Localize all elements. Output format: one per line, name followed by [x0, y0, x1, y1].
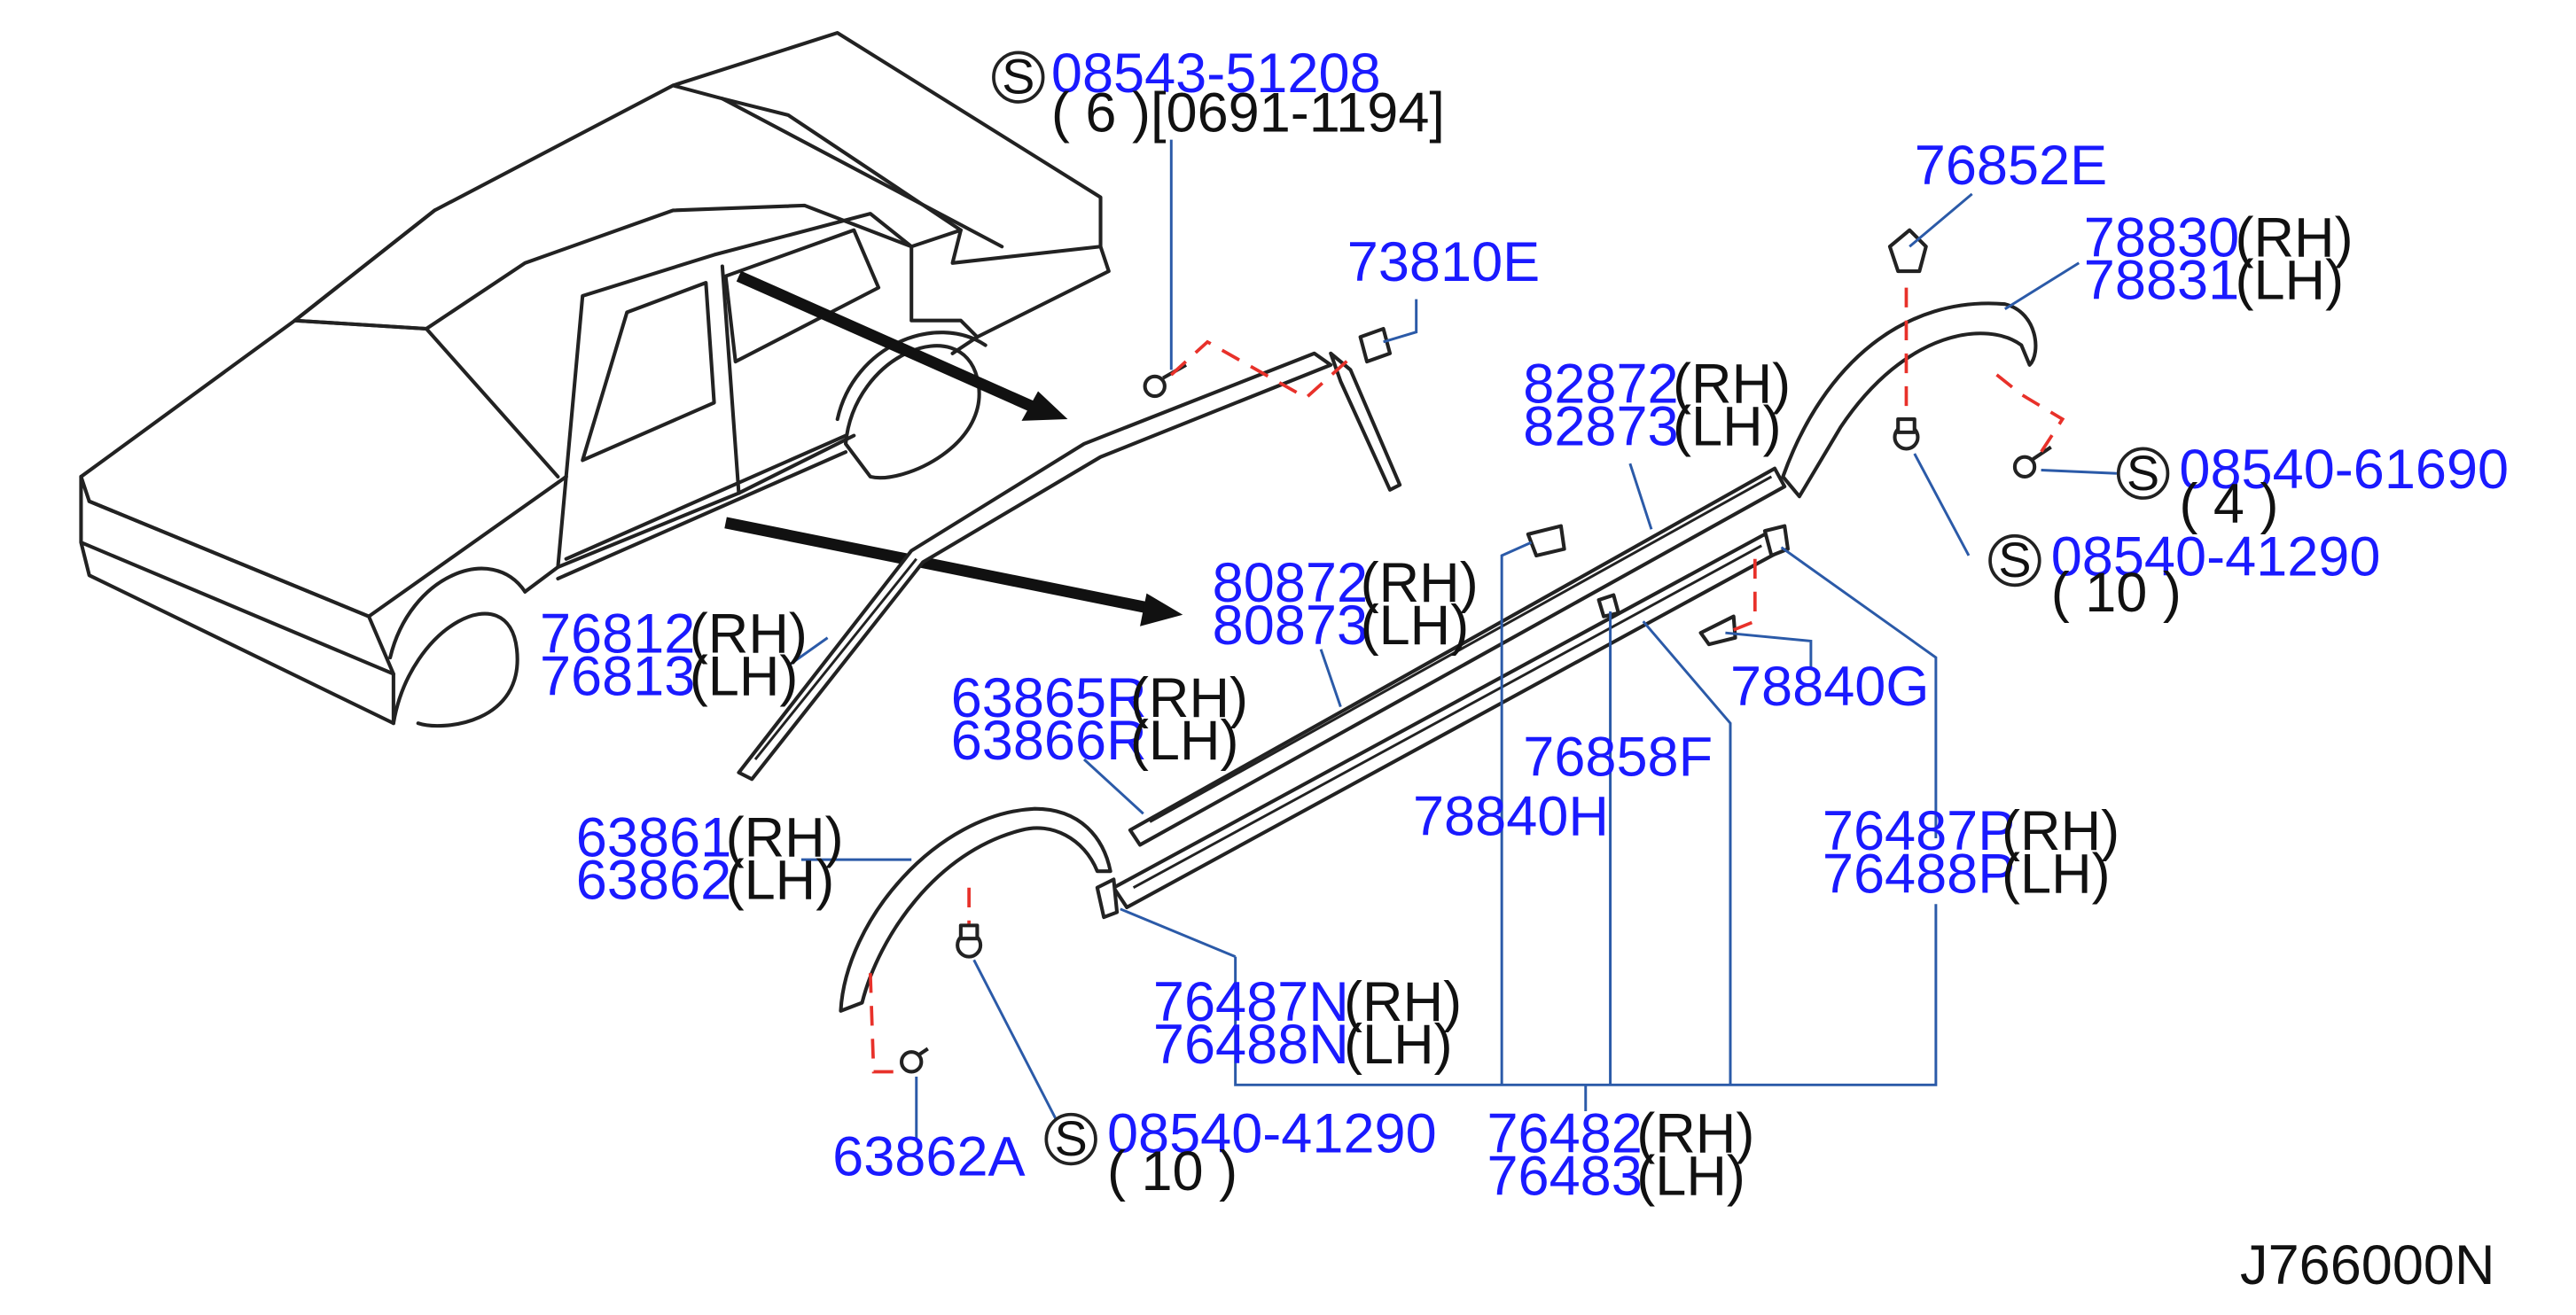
part-number: 08540-41290 [1107, 1102, 1437, 1164]
diagram-code: J766000N [2240, 1234, 2495, 1296]
part-number-lh: 76488N [1153, 1014, 1349, 1076]
car-illustration [79, 31, 1111, 728]
clip-78840h [1526, 524, 1566, 558]
screw-mark: S [1002, 50, 1034, 105]
side-lh: (LH) [1636, 1146, 1745, 1208]
part-number-76852e: 76852E [1915, 135, 2107, 197]
leader-lines [787, 139, 2117, 1141]
side-lh: (LH) [1673, 396, 1782, 458]
part-number: 08540-61690 [2179, 439, 2509, 501]
upper-side-moulding [1128, 466, 1787, 847]
quantity: ( 10 ) [1107, 1140, 1237, 1202]
part-number-rh: 76487N [1153, 971, 1349, 1033]
part-number-lh: 78831 [2084, 250, 2239, 312]
part-number-lh: 63862 [576, 850, 731, 912]
callout-08540-41290-lower: S 08540-41290 ( 10 ) [1044, 1102, 1437, 1202]
part-number-lh: 82873 [1523, 396, 1678, 458]
callout-63861: 63861 (RH) 63862 (LH) [576, 806, 844, 911]
part-number-rh: 80872 [1213, 552, 1368, 614]
callout-76487n: 76487N (RH) 76488N (LH) [1153, 971, 1462, 1076]
side-lh: (LH) [1344, 1014, 1453, 1076]
assembly-dash-lines [868, 287, 2065, 1074]
part-number-rh: 63865R [951, 667, 1147, 729]
screw-symbol-icon [992, 51, 1045, 104]
callout-08540-41290-upper: S 08540-41290 ( 10 ) [1988, 525, 2381, 624]
callout-08540-61690: S 08540-61690 ( 4 ) [2116, 439, 2509, 535]
side-rh: (RH) [2002, 800, 2119, 862]
side-rh: (RH) [1130, 667, 1248, 729]
clip-76858f [1596, 593, 1620, 619]
part-number-lh: 76483 [1487, 1146, 1642, 1208]
quantity: ( 4 ) [2179, 473, 2278, 535]
side-rh: (RH) [2235, 206, 2353, 268]
pointer-arrows [724, 270, 1183, 626]
arrow-to-side-moulding [724, 517, 1151, 614]
side-lh: (LH) [2002, 843, 2111, 905]
part-number-rh: 76482 [1487, 1102, 1642, 1164]
side-lh: (LH) [1361, 595, 1470, 657]
part-number-rh: 76487P [1823, 800, 2015, 862]
quantity: ( 6 )[0691-1194] [1051, 82, 1445, 144]
callout-08543-51208: S 08543-51208 ( 6 )[0691-1194] [992, 43, 1445, 144]
end-cap-76487n [1095, 877, 1120, 920]
part-number-rh: 78830 [2084, 206, 2239, 268]
part-number-rh: 82872 [1523, 353, 1678, 415]
screw-symbol-icon [1988, 533, 2041, 587]
part-number-78840h: 78840H [1413, 785, 1609, 847]
screw-mark: S [1055, 1111, 1088, 1166]
side-lh: (LH) [2235, 250, 2344, 312]
quantity: ( 10 ) [2051, 562, 2182, 624]
side-rh: (RH) [1344, 971, 1462, 1033]
clip-63862a [900, 1047, 929, 1074]
screw-08540-41290-lower [956, 923, 983, 959]
side-lh: (LH) [690, 646, 799, 708]
side-lh: (LH) [1130, 710, 1239, 772]
callout-76487p: 76487P (RH) 76488P (LH) [1823, 800, 2119, 905]
arrow-to-roof-drip [736, 270, 1037, 413]
rear-wheel-arch-moulding [1781, 301, 2038, 499]
callout-82872: 82872 (RH) 82873 (LH) [1523, 353, 1791, 457]
clip-78840g [1698, 614, 1737, 647]
part-number: 08540-41290 [2051, 525, 2381, 587]
front-wheel-arch-moulding [839, 806, 1112, 1013]
screw-mark: S [1998, 533, 2031, 587]
part-number-rh: 76812 [540, 603, 695, 665]
clip-73810e [1358, 326, 1393, 364]
side-rh: (RH) [726, 806, 844, 868]
part-number-76858f: 76858F [1523, 727, 1713, 789]
callout-76812: 76812 (RH) 76813 (LH) [540, 603, 808, 707]
screw-08540-41290-upper [1893, 416, 1920, 451]
side-lh: (LH) [726, 850, 835, 912]
callout-78830: 78830 (RH) 78831 (LH) [2084, 206, 2354, 311]
part-number-73810e: 73810E [1347, 231, 1540, 293]
roof-drip-moulding [737, 351, 1402, 782]
screw-08543 [1143, 363, 1188, 399]
callout-76482: 76482 (RH) 76483 (LH) [1487, 1102, 1754, 1207]
part-number-lh: 80873 [1213, 595, 1368, 657]
screw-mark: S [2127, 446, 2159, 501]
screw-symbol-icon [1044, 1112, 1097, 1166]
side-rh: (RH) [1673, 353, 1791, 415]
side-rh: (RH) [1361, 552, 1479, 614]
part-number-78840g: 78840G [1730, 656, 1929, 718]
callout-80872: 80872 (RH) 80873 (LH) [1213, 552, 1479, 657]
part-number-rh: 63861 [576, 806, 731, 868]
part-number-lh: 63866R [951, 710, 1147, 772]
side-rh: (RH) [690, 603, 808, 665]
part-number-lh: 76813 [540, 646, 695, 708]
side-rh: (RH) [1636, 1102, 1754, 1164]
screw-08540-61690 [2012, 445, 2052, 479]
part-number: 08543-51208 [1051, 43, 1381, 105]
part-number-63862a: 63862A [832, 1125, 1025, 1187]
screw-symbol-icon [2116, 447, 2170, 500]
part-number-lh: 76488P [1823, 843, 2015, 905]
callout-63865r: 63865R (RH) 63866R (LH) [951, 667, 1248, 772]
